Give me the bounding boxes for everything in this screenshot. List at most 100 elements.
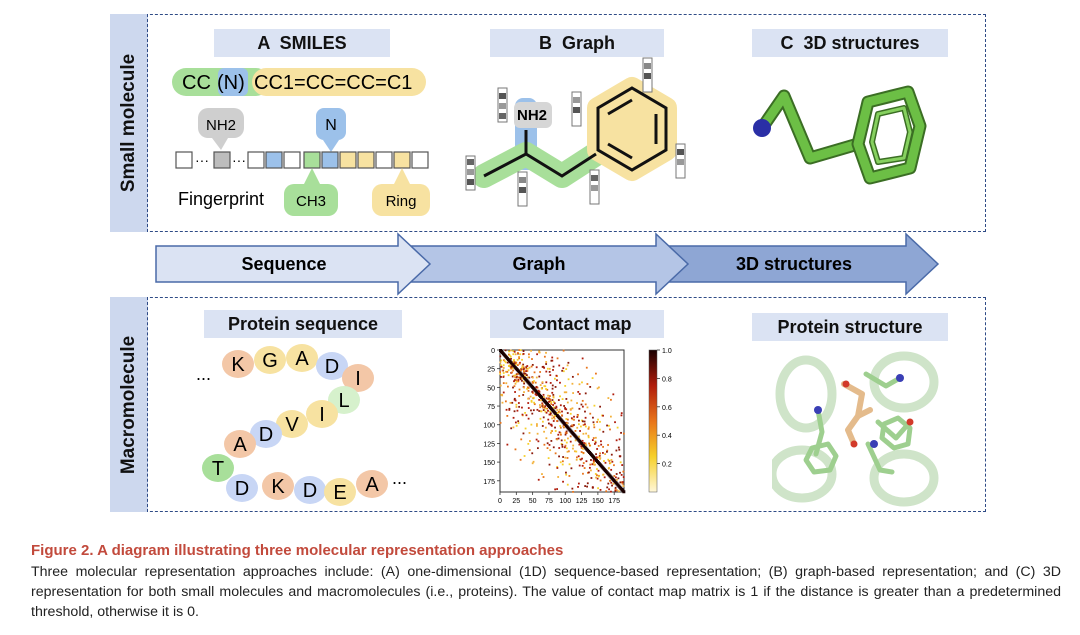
sequence-residue: D <box>259 424 273 446</box>
fingerprint-label: Fingerprint <box>178 189 264 209</box>
contact-map-xtick: 175 <box>608 498 620 505</box>
header-protein-structure: Protein structure <box>752 313 948 341</box>
sequence-bead <box>250 420 282 448</box>
side-chains <box>803 371 913 475</box>
contact-map-ytick: 175 <box>483 479 495 486</box>
macromolecule-label: Macromolecule <box>117 335 139 474</box>
arrow-graph <box>407 232 690 296</box>
smiles-part-1: CC <box>182 72 211 94</box>
3d-nitrogen-atom <box>753 119 771 137</box>
molecular-graph: NH2 <box>465 57 686 207</box>
ligand <box>841 381 873 447</box>
smiles-part-3: CC1=CC=CC=C1 <box>254 72 412 94</box>
ch3-callout-label: CH3 <box>296 193 326 210</box>
sequence-bead <box>224 430 256 458</box>
contact-map-xtick: 125 <box>576 498 588 505</box>
sequence-bead <box>276 410 308 438</box>
sequence-bead <box>316 352 348 380</box>
sequence-residue: I <box>355 368 361 390</box>
contact-map-ytick: 100 <box>483 423 495 430</box>
graph-node-vectors <box>465 57 686 207</box>
nh2-callout-label: NH2 <box>206 117 236 134</box>
contact-map-xtick: 100 <box>559 498 571 505</box>
contact-map-ytick: 50 <box>487 385 495 392</box>
graph-bonds <box>483 86 668 178</box>
n-callout-label: N <box>325 117 337 134</box>
arrow-3d-structures <box>655 232 940 296</box>
sequence-residue: A <box>233 434 247 456</box>
sequence-bead <box>286 344 318 372</box>
sequence-bead <box>262 472 294 500</box>
small-molecule-side-label: Small molecule <box>110 14 148 232</box>
sequence-residue: D <box>325 356 339 378</box>
figure-caption: Three molecular representation approache… <box>31 564 1061 620</box>
n-callout <box>316 108 346 140</box>
header-smiles: A SMILES <box>214 29 390 57</box>
sequence-bead <box>294 476 326 504</box>
small-molecule-label: Small molecule <box>117 53 139 193</box>
header-3d-structures: C 3D structures <box>752 29 948 57</box>
sequence-residue: I <box>319 404 325 426</box>
sequence-bead <box>324 478 356 506</box>
sequence-residue: A <box>365 474 379 496</box>
ch3-callout <box>284 184 338 216</box>
header-graph: B Graph <box>490 29 664 57</box>
smiles-yellow-highlight <box>252 68 426 96</box>
header-protein-sequence: Protein sequence <box>204 310 402 338</box>
contact-map-ytick: 0 <box>491 348 495 355</box>
3d-small-molecule <box>753 85 927 185</box>
contact-map-xtick: 25 <box>512 498 520 505</box>
sequence-dots-start: ... <box>196 364 211 384</box>
svg-text:···: ··· <box>195 152 209 168</box>
arrow-graph-label: Graph <box>512 254 565 274</box>
protein-structure <box>772 348 942 508</box>
smiles-diagram: CC (N) CC1=CC=CC=C1 NH2 N ··· ··· CH3 Ri… <box>172 68 430 216</box>
contact-map-ytick: 25 <box>487 367 495 374</box>
sequence-bead <box>328 386 360 414</box>
arrow-sequence <box>155 232 432 296</box>
sequence-bead <box>222 350 254 378</box>
sequence-residue: A <box>295 348 309 370</box>
sequence-bead <box>202 454 234 482</box>
sequence-residue: T <box>212 458 224 480</box>
sequence-bead <box>254 346 286 374</box>
header-contact-map: Contact map <box>490 310 664 338</box>
contact-map-xtick: 150 <box>592 498 604 505</box>
colorbar <box>648 349 658 493</box>
graph-nh2-box <box>514 102 552 128</box>
contact-map-ytick: 125 <box>483 441 495 448</box>
sequence-residue: K <box>231 354 245 376</box>
sequence-bead <box>226 474 258 502</box>
colorbar-tick: 1.0 <box>662 348 672 355</box>
smiles-blue-highlight <box>218 68 248 96</box>
sequence-residue: D <box>303 480 317 502</box>
figure-title: Figure 2. A diagram illustrating three m… <box>31 542 564 559</box>
svg-text:···: ··· <box>232 152 246 168</box>
sequence-bead <box>342 364 374 392</box>
sequence-residue: L <box>338 390 349 412</box>
sequence-dots-end: ... <box>392 468 407 488</box>
contact-map-xtick: 0 <box>498 498 502 505</box>
sequence-residue: D <box>235 478 249 500</box>
graph-nh2-label: NH2 <box>517 107 547 124</box>
smiles-part-2: (N) <box>217 72 245 94</box>
contact-map-xtick: 50 <box>529 498 537 505</box>
arrow-sequence-label: Sequence <box>241 254 326 274</box>
sequence-residue: G <box>262 350 278 372</box>
sequence-residue: K <box>271 476 285 498</box>
representation-arrows: Sequence Graph 3D structures <box>155 232 940 296</box>
arrow-3d-structures-label: 3D structures <box>736 254 852 274</box>
nh2-callout <box>198 108 244 138</box>
colorbar-tick: 0.8 <box>662 376 672 383</box>
colorbar-tick: 0.2 <box>662 462 672 469</box>
contact-map-ytick: 150 <box>483 460 495 467</box>
sequence-residue: V <box>285 414 299 436</box>
sequence-bead <box>356 470 388 498</box>
colorbar-tick: 0.4 <box>662 433 672 440</box>
ring-callout-label: Ring <box>386 193 417 210</box>
ring-callout <box>372 184 430 216</box>
sequence-bead <box>306 400 338 428</box>
macromolecule-side-label: Macromolecule <box>110 297 148 512</box>
